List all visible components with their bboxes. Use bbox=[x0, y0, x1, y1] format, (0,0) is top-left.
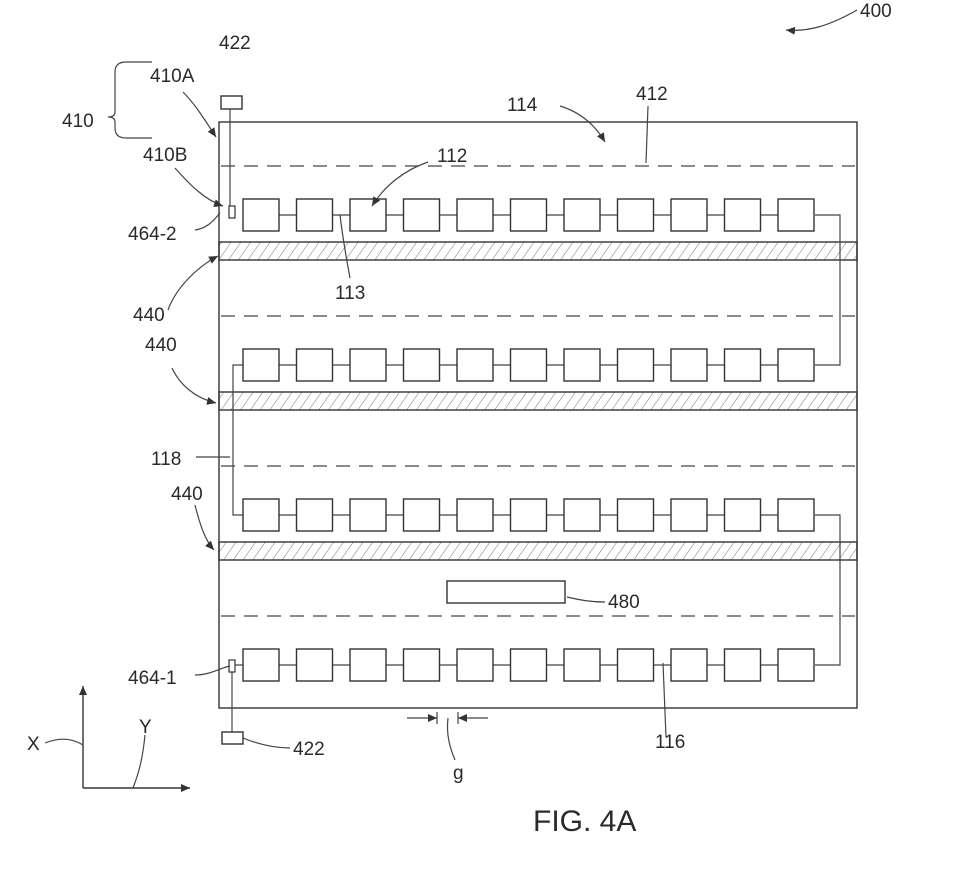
solar-cell bbox=[778, 199, 814, 231]
solar-cell bbox=[243, 499, 279, 531]
label-464-1: 464-1 bbox=[128, 668, 177, 689]
label-400: 400 bbox=[860, 1, 892, 22]
solar-cell bbox=[243, 199, 279, 231]
solar-cell bbox=[618, 349, 654, 381]
label-112: 112 bbox=[437, 146, 467, 167]
label-422-bottom: 422 bbox=[293, 739, 325, 760]
solar-cell bbox=[457, 649, 493, 681]
figure-caption: FIG. 4A bbox=[533, 805, 636, 838]
label-412: 412 bbox=[636, 84, 668, 105]
solar-cell bbox=[618, 499, 654, 531]
solar-cell bbox=[297, 199, 333, 231]
label-480: 480 bbox=[608, 592, 640, 613]
separator-bar bbox=[219, 542, 857, 560]
solar-cell bbox=[725, 349, 761, 381]
label-410A: 410A bbox=[150, 66, 195, 87]
solar-cell bbox=[725, 199, 761, 231]
solar-cell bbox=[511, 349, 547, 381]
axis-label-y: Y bbox=[139, 717, 152, 738]
solar-cell bbox=[511, 499, 547, 531]
solar-cell bbox=[350, 349, 386, 381]
label-g: g bbox=[453, 763, 464, 784]
solar-cell bbox=[297, 499, 333, 531]
coordinate-axes bbox=[45, 686, 190, 788]
solar-cell bbox=[350, 649, 386, 681]
solar-cell bbox=[671, 499, 707, 531]
label-440-b: 440 bbox=[145, 335, 177, 356]
label-422-top: 422 bbox=[219, 33, 251, 54]
solar-cell bbox=[350, 199, 386, 231]
cell-rows bbox=[243, 199, 814, 681]
axis-label-x: X bbox=[27, 734, 40, 755]
solar-cell bbox=[404, 649, 440, 681]
solar-cell bbox=[671, 199, 707, 231]
solar-cell bbox=[404, 499, 440, 531]
terminal-422-top bbox=[221, 96, 242, 109]
label-440-c: 440 bbox=[171, 484, 203, 505]
label-116: 116 bbox=[655, 732, 685, 753]
solar-cell bbox=[564, 499, 600, 531]
solar-cell bbox=[297, 349, 333, 381]
solar-cell bbox=[297, 649, 333, 681]
solar-cell bbox=[564, 199, 600, 231]
solar-cell bbox=[564, 649, 600, 681]
solar-cell bbox=[618, 199, 654, 231]
solar-cell bbox=[671, 649, 707, 681]
label-410B: 410B bbox=[143, 145, 187, 166]
solar-cell bbox=[671, 349, 707, 381]
solar-cell bbox=[350, 499, 386, 531]
solar-cell bbox=[404, 349, 440, 381]
solar-cell bbox=[511, 199, 547, 231]
solar-cell bbox=[243, 349, 279, 381]
separator-bar bbox=[219, 242, 857, 260]
label-464-2: 464-2 bbox=[128, 224, 177, 245]
solar-cell bbox=[778, 349, 814, 381]
terminal-422-bottom bbox=[222, 732, 243, 744]
label-440-a: 440 bbox=[133, 305, 165, 326]
separator-bar bbox=[219, 392, 857, 410]
solar-cell bbox=[404, 199, 440, 231]
solar-cell bbox=[725, 499, 761, 531]
label-113: 113 bbox=[335, 283, 365, 304]
solar-cell bbox=[618, 649, 654, 681]
solar-cell bbox=[457, 499, 493, 531]
solar-cell bbox=[457, 199, 493, 231]
component-480 bbox=[447, 581, 565, 603]
label-114: 114 bbox=[507, 95, 538, 116]
solar-cell bbox=[725, 649, 761, 681]
solar-cell bbox=[243, 649, 279, 681]
solar-cell bbox=[778, 649, 814, 681]
junction-464-2 bbox=[229, 206, 235, 218]
solar-cell bbox=[564, 349, 600, 381]
label-118: 118 bbox=[151, 449, 181, 470]
solar-cell bbox=[511, 649, 547, 681]
gap-dimension bbox=[407, 712, 488, 760]
label-410: 410 bbox=[62, 111, 94, 132]
solar-cell bbox=[778, 499, 814, 531]
solar-cell bbox=[457, 349, 493, 381]
